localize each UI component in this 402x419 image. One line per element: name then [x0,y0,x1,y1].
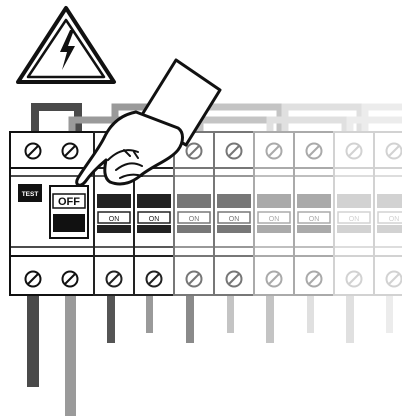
rcd-module: TEST OFF [9,131,95,296]
breaker-switch[interactable] [217,211,251,224]
high-voltage-warning-icon [16,6,116,84]
rcd-screws [24,142,79,288]
breaker-on-label: ON [229,216,240,223]
wire-top-group7 [361,103,402,132]
breaker-switch[interactable] [257,211,291,224]
rcd-switch[interactable] [52,193,86,209]
wire-bottom-3 [186,296,194,343]
wire-bottom-rcd-neutral [65,296,76,416]
breaker-toggle-top [377,194,402,208]
breaker-on-label: ON [389,216,400,223]
breaker-switch[interactable] [97,211,131,224]
breaker-on-label: ON [149,216,160,223]
wire-bottom-6 [307,296,314,333]
wire-bottom-2 [146,296,153,333]
wire-bottom-8 [386,296,393,333]
pointing-hand-icon [75,58,222,187]
rcd-test-button[interactable] [18,184,42,202]
breaker-module: ON [213,131,255,296]
wire-bottom-rcd-live [27,296,39,387]
breaker-switch[interactable] [297,211,331,224]
breaker-toggle-top [257,194,291,208]
wire-bottom-7 [346,296,354,343]
breaker-toggle-top [337,194,371,208]
breaker-switch[interactable] [177,211,211,224]
breaker-module: ON [333,131,375,296]
wire-top-group4 [266,116,349,132]
top-wires [31,103,402,132]
breaker-switch[interactable] [137,211,171,224]
breaker-module: ON [253,131,295,296]
breaker-on-label: ON [349,216,360,223]
breaker-on-label: ON [189,216,200,223]
rcd-switch-label: OFF [58,196,80,208]
breaker-on-label: ON [309,216,320,223]
breaker-toggle-top [97,194,131,208]
breaker-on-label: ON [269,216,280,223]
breaker-toggle-top [137,194,171,208]
breaker-switch[interactable] [377,211,402,224]
wire-bottom-1 [107,296,115,343]
wire-top-group6 [346,116,402,132]
breaker-module: ON [293,131,335,296]
breaker-row: ON ON ON ON ON ON ON ON [93,131,402,296]
bottom-wires [27,296,393,416]
wire-bottom-5 [266,296,274,343]
breaker-toggle-top [217,194,251,208]
breaker-switch[interactable] [337,211,371,224]
breaker-toggle-top [177,194,211,208]
breaker-module: ON [173,131,215,296]
rcd-test-label: TEST [22,191,39,198]
breaker-module: ON [373,131,402,296]
breaker-toggle-top [297,194,331,208]
breaker-on-label: ON [109,216,120,223]
wire-bottom-4 [227,296,234,333]
